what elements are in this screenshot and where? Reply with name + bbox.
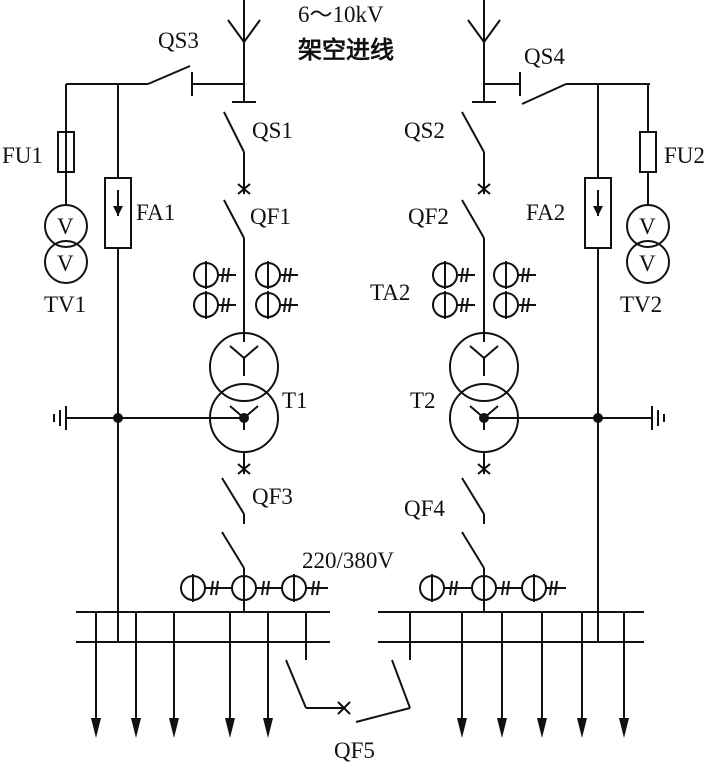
left-neutral-ground — [53, 406, 249, 430]
fu1-label: FU1 — [2, 143, 43, 168]
qf5-label: QF5 — [334, 738, 375, 763]
t2-label: T2 — [410, 388, 436, 413]
fa2-surge-arrester — [584, 84, 612, 642]
tv1-v-bottom: V — [57, 251, 74, 276]
current-transformers-left-hv — [193, 261, 298, 319]
qf2-circuit-breaker — [461, 199, 485, 342]
tv1-v-top: V — [57, 214, 74, 239]
t1-transformer — [209, 332, 279, 475]
fa1-surge-arrester — [104, 84, 132, 642]
tv2-v-bottom: V — [639, 251, 656, 276]
qs2-disconnector — [461, 101, 496, 195]
qf2-label: QF2 — [408, 204, 449, 229]
outgoing-feeders-left — [91, 612, 273, 738]
qs4-label: QS4 — [524, 44, 565, 69]
fa1-label: FA1 — [136, 200, 175, 225]
overhead-incoming-line-label: 架空进线 — [298, 36, 394, 64]
qf4-label: QF4 — [404, 496, 445, 521]
qf5-bus-tie-breaker — [285, 612, 411, 723]
t1-label: T1 — [282, 388, 308, 413]
current-transformers-right-lv — [419, 574, 566, 602]
lv-busbar-right — [378, 611, 644, 643]
qs4-disconnector — [484, 72, 650, 105]
tv2-voltage-transformer — [626, 204, 670, 284]
ta2-label: TA2 — [370, 280, 410, 305]
qs1-label: QS1 — [252, 118, 293, 143]
fu2-label: FU2 — [664, 143, 705, 168]
qs3-label: QS3 — [158, 28, 199, 53]
fu1-fuse — [57, 84, 75, 206]
fu2-fuse — [639, 84, 657, 206]
right-neutral-ground — [479, 406, 665, 430]
current-transformers-right-hv — [432, 261, 536, 319]
incoming-voltage-label: 6～10kV — [298, 2, 384, 27]
fa2-label: FA2 — [526, 200, 565, 225]
left-incoming-line-antenna — [227, 0, 261, 102]
lv-bus-voltage-label: 220/380V — [302, 548, 394, 573]
qs1-disconnector — [223, 101, 256, 195]
qf1-label: QF1 — [250, 204, 291, 229]
outgoing-feeders-right — [457, 612, 629, 738]
right-incoming-line-antenna — [467, 0, 501, 102]
qf1-circuit-breaker — [223, 199, 245, 342]
lv-busbar-left — [76, 611, 330, 643]
qf3-label: QF3 — [252, 484, 293, 509]
tv2-v-top: V — [639, 214, 656, 239]
tv1-voltage-transformer — [44, 204, 88, 284]
tv1-label: TV1 — [44, 292, 86, 317]
current-transformers-left-lv — [180, 574, 328, 602]
qs2-label: QS2 — [404, 118, 445, 143]
t2-transformer — [449, 332, 519, 475]
qs3-disconnector — [66, 65, 244, 96]
tv2-label: TV2 — [620, 292, 662, 317]
